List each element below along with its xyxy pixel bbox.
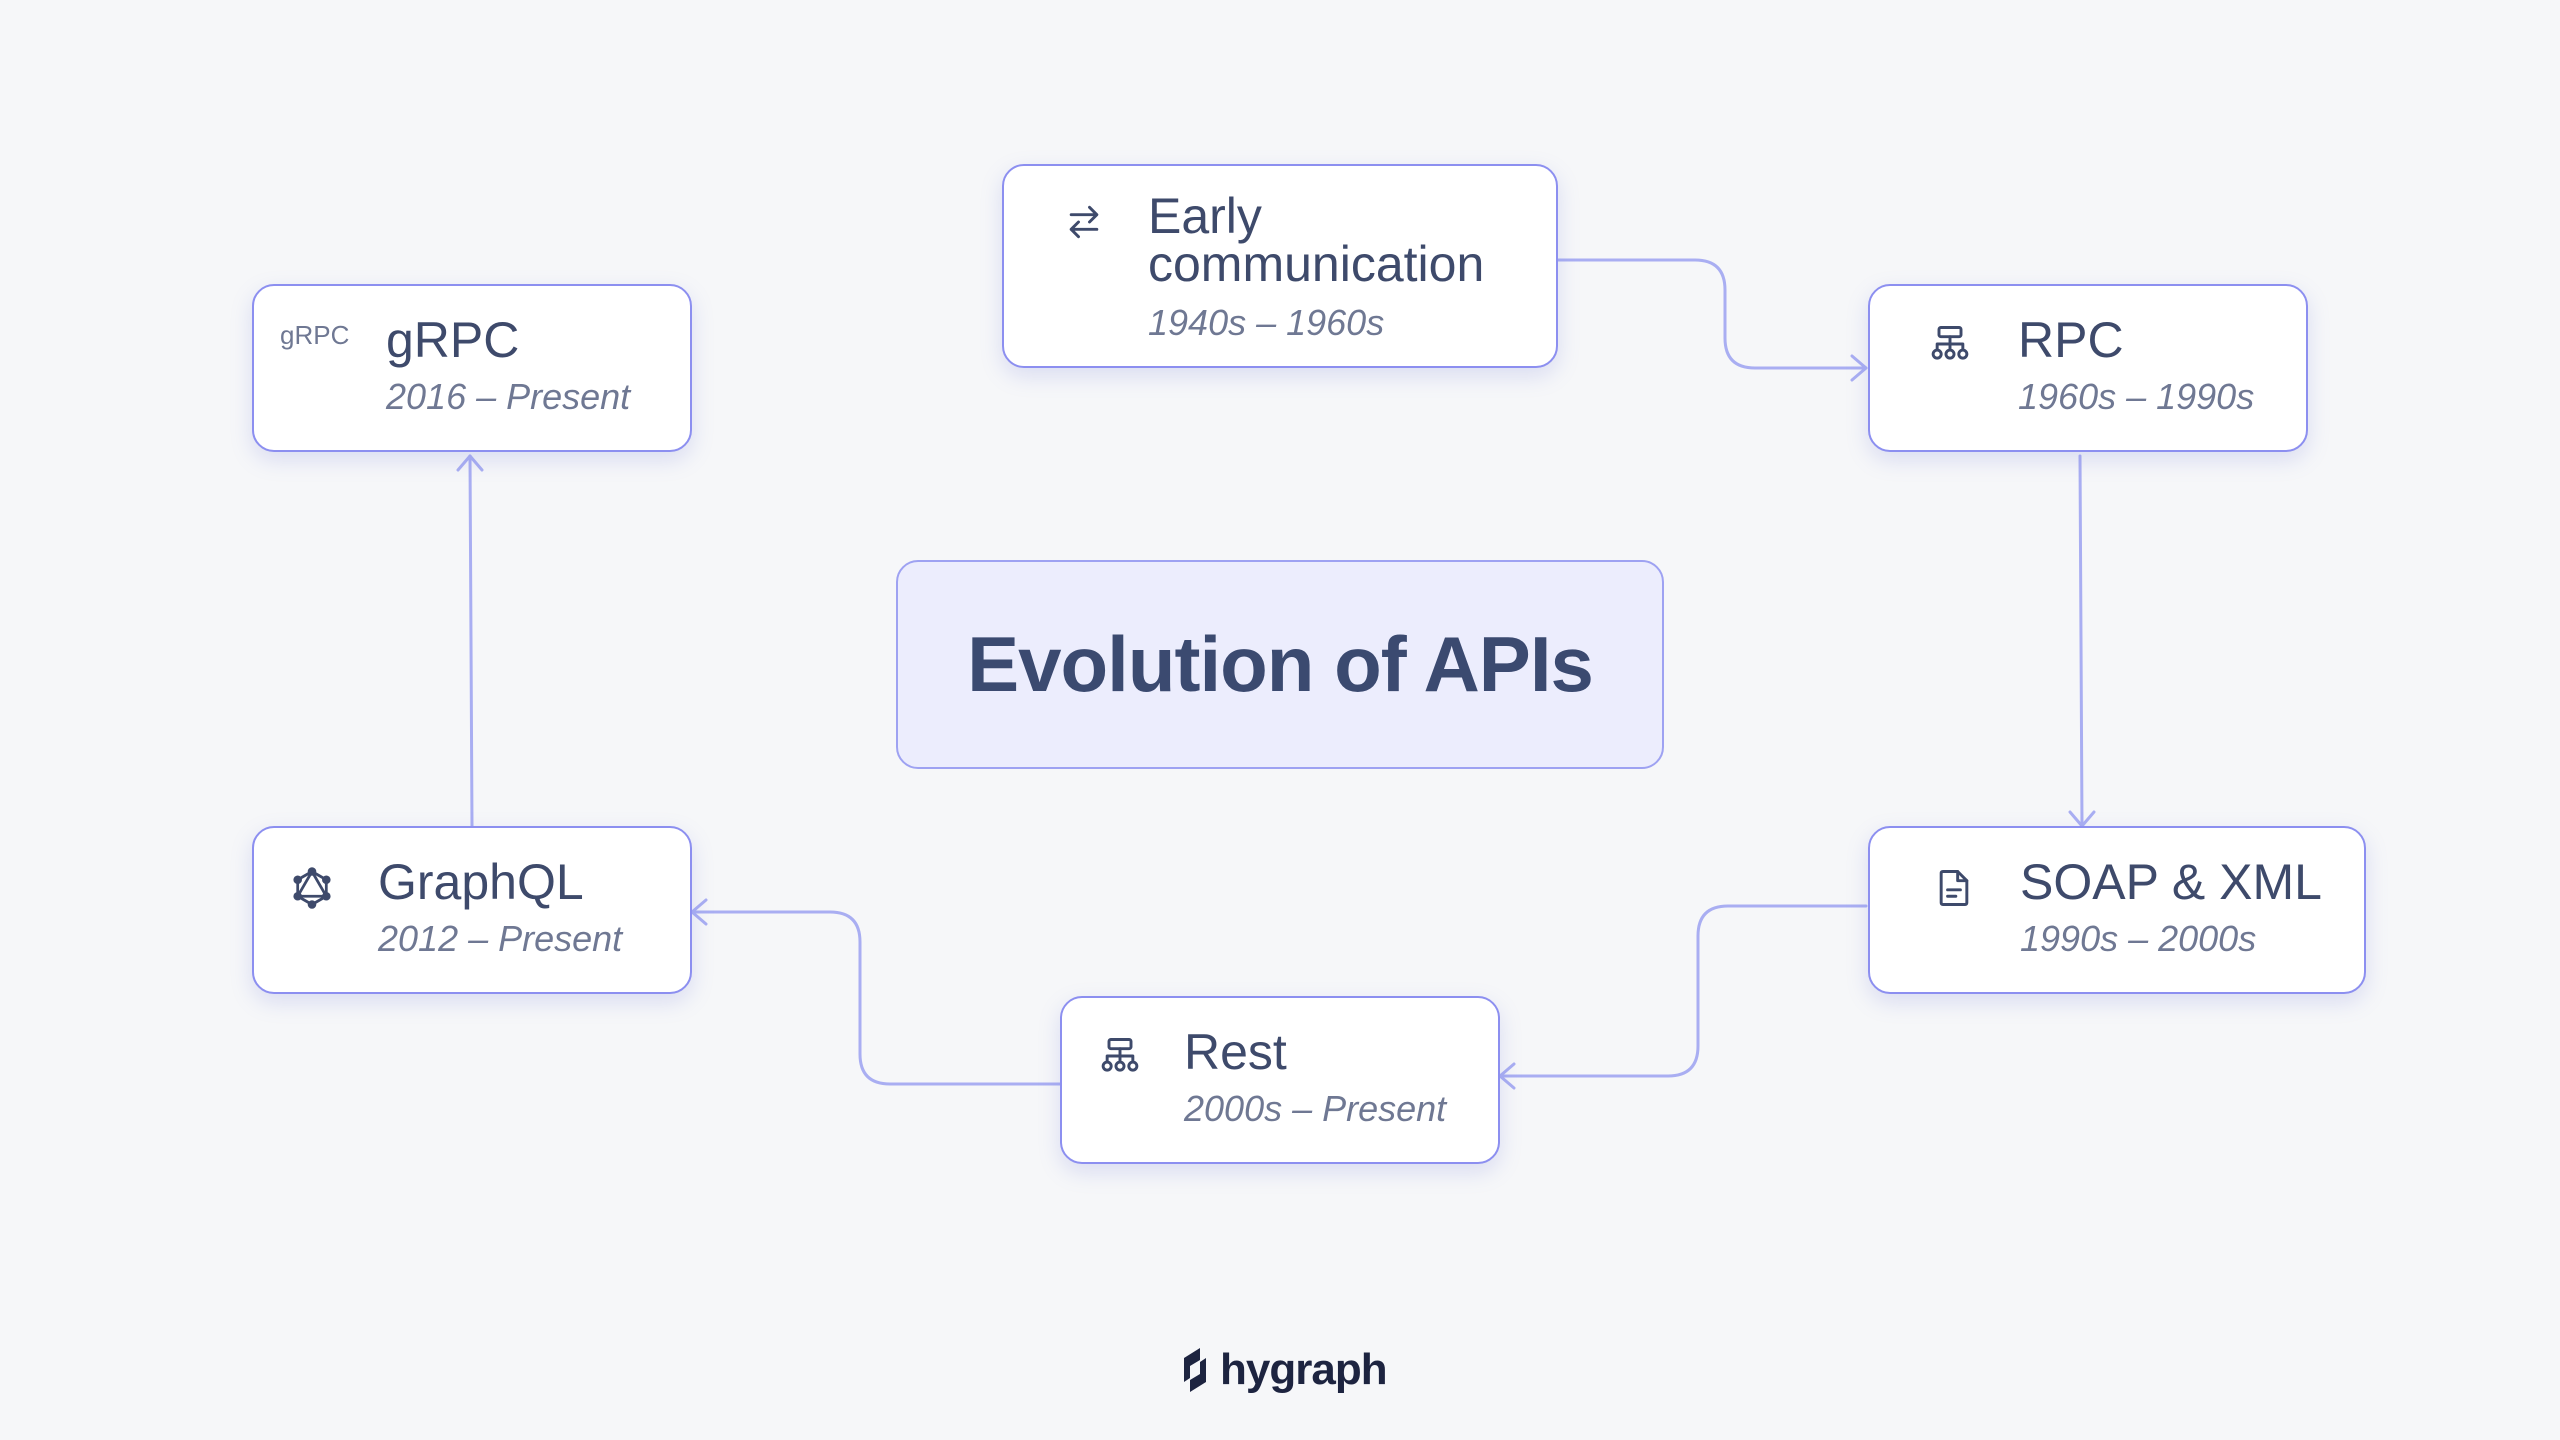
node-soap-xml: SOAP & XML 1990s – 2000s [1868,826,2366,994]
center-title-box: Evolution of APIs [896,560,1664,769]
sitemap-icon [1926,320,1974,368]
arrowhead-grpc [456,454,484,472]
node-title: Rest [1184,1024,1287,1080]
connector-early-to-rpc [1556,258,1868,370]
node-rpc: RPC 1960s – 1990s [1868,284,2308,452]
swap-arrows-icon [1060,198,1108,246]
node-years: 2016 – Present [386,376,631,417]
node-early-communication: Early communication 1940s – 1960s [1002,164,1558,368]
node-title-line2: communication [1148,236,1485,292]
connector-rpc-to-soap [2078,454,2084,828]
node-title: Early [1148,188,1262,244]
graphql-icon [288,864,336,912]
arrowhead-graphql [690,898,708,926]
connector-rest-to-graphql [690,910,1062,1086]
connector-graphql-to-grpc [468,454,474,828]
logo-wordmark: hygraph [1220,1345,1388,1394]
node-title: gRPC [386,312,520,368]
node-grpc: gRPC gRPC 2016 – Present [252,284,692,452]
node-years: 2012 – Present [378,918,623,959]
node-title: GraphQL [378,854,584,910]
node-rest: Rest 2000s – Present [1060,996,1500,1164]
connector-soap-to-rest [1498,904,1868,1078]
sitemap-icon [1096,1032,1144,1080]
node-years: 1990s – 2000s [2020,918,2257,959]
arrowhead-rpc [1850,354,1868,382]
grpc-logo-icon: gRPC [280,320,350,350]
hygraph-logo-icon [1184,1348,1206,1392]
hygraph-logo: hygraph [1178,1340,1388,1400]
node-title: SOAP & XML [2020,854,2322,910]
node-title: RPC [2018,312,2124,368]
arrowhead-rest [1498,1062,1516,1090]
node-years: 2000s – Present [1184,1088,1447,1129]
diagram-title: Evolution of APIs [967,620,1594,708]
node-graphql: GraphQL 2012 – Present [252,826,692,994]
document-icon [1930,864,1978,912]
node-years: 1960s – 1990s [2018,376,2255,417]
node-years: 1940s – 1960s [1148,302,1385,343]
